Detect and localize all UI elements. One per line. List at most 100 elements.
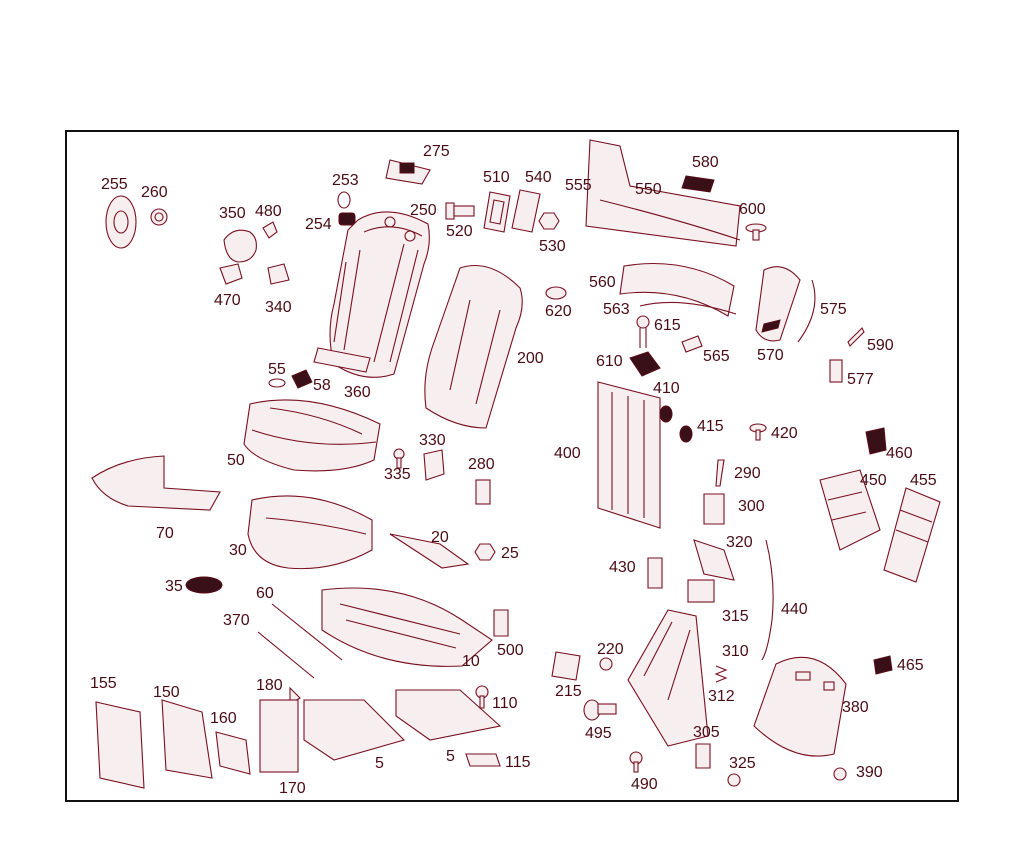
part-335-screw[interactable] xyxy=(393,448,405,469)
part-350-headrest-guide[interactable] xyxy=(223,229,257,263)
part-610-knob[interactable] xyxy=(629,351,661,377)
part-115-plate[interactable] xyxy=(465,753,501,767)
part-330-bracket[interactable] xyxy=(423,449,445,481)
part-560-panel[interactable] xyxy=(619,262,735,317)
label-560: 560 xyxy=(589,274,616,291)
part-540-plate[interactable] xyxy=(511,189,541,233)
part-615-clip[interactable] xyxy=(636,315,650,348)
part-370-rod[interactable] xyxy=(257,631,315,679)
label-510: 510 xyxy=(483,169,510,186)
label-577: 577 xyxy=(847,371,874,388)
part-200-back-panel[interactable] xyxy=(424,264,523,429)
part-150-panel[interactable] xyxy=(161,699,213,779)
label-300: 300 xyxy=(738,498,765,515)
part-400-lumbar-mat[interactable] xyxy=(597,381,661,529)
part-110-bolt[interactable] xyxy=(475,685,489,709)
part-455-grid[interactable] xyxy=(883,487,941,583)
part-250-backrest-cover[interactable] xyxy=(329,211,430,378)
part-25-nut[interactable] xyxy=(474,543,496,561)
label-415: 415 xyxy=(697,418,724,435)
part-577-clip[interactable] xyxy=(829,359,843,383)
part-275-cover[interactable] xyxy=(385,159,431,185)
label-400: 400 xyxy=(554,445,581,462)
part-220-nut[interactable] xyxy=(599,657,613,671)
label-370: 370 xyxy=(223,612,250,629)
label-150: 150 xyxy=(153,684,180,701)
part-480-clip[interactable] xyxy=(262,221,278,239)
part-570-side-cover[interactable] xyxy=(755,266,801,342)
part-10-seat-frame[interactable] xyxy=(321,587,493,667)
part-50-seat-cover[interactable] xyxy=(243,399,381,472)
part-325-nut[interactable] xyxy=(727,773,741,787)
part-215-block[interactable] xyxy=(551,651,581,681)
part-380-back-panel[interactable] xyxy=(753,656,847,757)
part-280-bracket[interactable] xyxy=(475,479,491,505)
part-254-clip[interactable] xyxy=(338,212,356,226)
part-420-screw[interactable] xyxy=(749,423,767,441)
part-340-bracket[interactable] xyxy=(267,263,290,285)
part-500-bracket[interactable] xyxy=(493,609,509,637)
label-275: 275 xyxy=(423,143,450,160)
part-580-clip[interactable] xyxy=(681,175,715,193)
part-320-bracket[interactable] xyxy=(693,539,735,581)
part-360-pad[interactable] xyxy=(313,347,371,373)
part-58-clip[interactable] xyxy=(291,369,313,389)
part-450-lumbar-unit[interactable] xyxy=(819,469,881,551)
part-5-rail-right[interactable] xyxy=(395,689,502,741)
part-415-knob[interactable] xyxy=(679,425,693,443)
part-255-disc[interactable] xyxy=(105,195,137,249)
part-253-ring[interactable] xyxy=(337,191,351,209)
part-465-clip[interactable] xyxy=(873,655,893,675)
label-455: 455 xyxy=(910,472,937,489)
label-254: 254 xyxy=(305,216,332,233)
part-312-spring[interactable] xyxy=(714,665,728,683)
part-440-cable[interactable] xyxy=(761,539,774,661)
part-35-grille[interactable] xyxy=(185,576,223,594)
part-60-rod[interactable] xyxy=(271,603,343,661)
label-220: 220 xyxy=(597,641,624,658)
part-170-plate[interactable] xyxy=(259,699,299,773)
part-290-pin[interactable] xyxy=(715,459,725,487)
part-575-cable[interactable] xyxy=(797,279,816,343)
part-305-clip[interactable] xyxy=(695,743,711,769)
part-430-mount[interactable] xyxy=(647,557,663,589)
part-563-rod[interactable] xyxy=(639,301,737,315)
label-460: 460 xyxy=(886,445,913,462)
part-555-cover-edge[interactable] xyxy=(585,139,741,247)
part-310-backrest-frame[interactable] xyxy=(627,609,709,747)
part-390-clip[interactable] xyxy=(833,767,847,781)
part-55-ring[interactable] xyxy=(268,378,286,388)
part-490-bolt[interactable] xyxy=(629,751,643,773)
part-550-trim[interactable] xyxy=(599,199,741,241)
part-70-heating-mat[interactable] xyxy=(91,455,221,511)
label-200: 200 xyxy=(517,350,544,367)
part-520-bolt[interactable] xyxy=(445,202,475,220)
part-620-washer[interactable] xyxy=(545,286,567,300)
part-155-panel[interactable] xyxy=(95,701,145,789)
part-260-knob[interactable] xyxy=(150,208,168,226)
part-5-rail-left[interactable] xyxy=(303,699,406,761)
part-495-bolt[interactable] xyxy=(583,699,617,721)
label-465: 465 xyxy=(897,657,924,674)
part-565-clip[interactable] xyxy=(681,335,703,353)
part-300-bracket[interactable] xyxy=(703,493,725,525)
part-315-plate[interactable] xyxy=(687,579,715,603)
part-20-bracket[interactable] xyxy=(389,533,470,569)
label-305: 305 xyxy=(693,724,720,741)
part-410-knob[interactable] xyxy=(659,405,673,423)
part-590-pin[interactable] xyxy=(847,327,865,347)
label-280: 280 xyxy=(468,456,495,473)
label-115: 115 xyxy=(505,754,531,771)
part-600-screw[interactable] xyxy=(745,223,767,241)
part-470-bracket[interactable] xyxy=(219,263,243,285)
part-510-frame[interactable] xyxy=(483,191,511,233)
label-335: 335 xyxy=(384,466,411,483)
label-315: 315 xyxy=(722,608,749,625)
part-460-clip[interactable] xyxy=(865,427,887,455)
part-160-panel[interactable] xyxy=(215,731,251,775)
part-530-nut[interactable] xyxy=(538,212,560,230)
part-30-seat-foam[interactable] xyxy=(247,495,373,570)
label-325: 325 xyxy=(729,755,756,772)
label-490: 490 xyxy=(631,776,658,793)
